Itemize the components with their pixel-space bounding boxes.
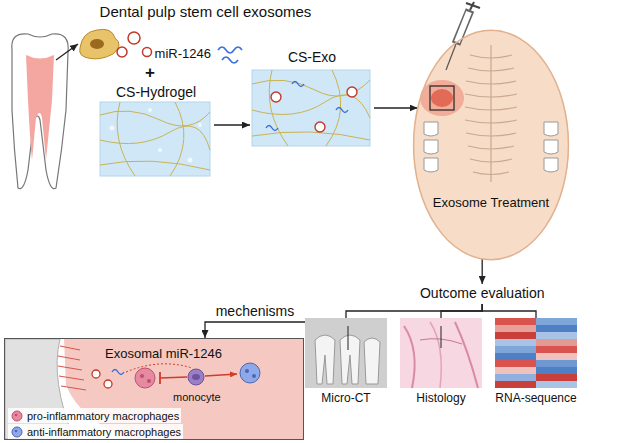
syringe [446,2,480,70]
method-label: Micro-CT [321,392,370,406]
evaluation-box: Outcome evaluation [415,284,550,304]
connector [441,304,482,318]
histology-box: Histology [400,318,482,408]
mirna-label: miR-1246 [155,47,211,62]
inset-label: Exosomal miR-1246 [105,347,222,362]
rna-seq-box: RNA-sequence [490,318,582,408]
histology-image [400,318,482,388]
connector [482,304,536,318]
tooth-arrow [56,44,78,60]
legend-swatch [10,410,24,422]
oval-outline [412,28,570,262]
panel-label: CS-Exo [288,49,336,65]
edge-label: mechenisms [214,303,297,319]
inset-drawing [5,339,303,439]
stem-cell [80,29,119,59]
exosomes [117,32,152,57]
connector [205,322,305,338]
panel-label: CS-Hydrogel [116,84,196,100]
connector [482,259,483,284]
treatment-oval: Exosome Treatment [412,28,570,262]
connector [346,304,482,318]
macrophage-icon-dot [15,414,18,417]
legend-item: anti-inflammatory macrophages [8,424,183,439]
title-text: Dental pulp stem cell exosomes [100,3,312,20]
method-label: RNA-sequence [495,392,576,406]
legend-text: anti-inflammatory macrophages [27,426,181,438]
oval-border [414,30,569,259]
rna-heatmap [495,318,577,388]
cs-exo-box: CS-Exo [250,48,374,148]
source-group: Dental pulp stem cell exosomes miR-1246 [100,3,316,65]
connector [214,124,250,125]
micro-ct-box: Micro-CT [305,318,387,408]
hydrogel-box: CS-Hydrogel [98,84,214,178]
evaluation-label: Outcome evaluation [420,285,545,301]
macrophage-icon-dot [15,430,18,433]
treatment-label: Exosome Treatment [433,196,549,211]
method-label: Histology [416,392,465,406]
legend-swatch [10,426,24,438]
macrophage-icon [12,411,22,421]
hydrogel-panel [100,102,210,176]
plus-sign: + [145,63,155,83]
micro-ct-image [305,318,387,388]
connector [374,107,418,108]
macrophage-icon [12,427,22,437]
mirna-strands [218,47,242,63]
cell-label: monocyte [173,391,221,404]
legend-item: pro-inflammatory macrophages [8,408,181,423]
mouse-drawing [413,30,569,260]
legend-text: pro-inflammatory macrophages [27,410,179,422]
cs-exo-panel [252,70,370,146]
